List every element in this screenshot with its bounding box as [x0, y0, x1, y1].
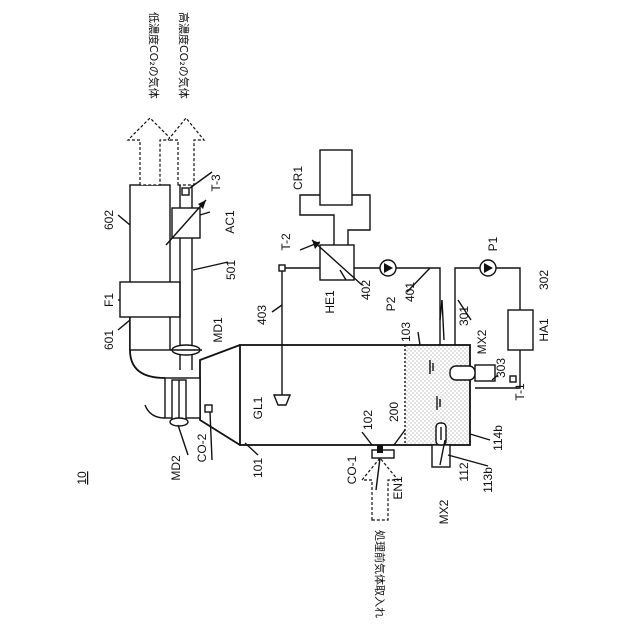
chiller-CR1	[300, 150, 370, 245]
label-F1: F1	[102, 293, 116, 307]
label-T-2: T-2	[279, 233, 293, 251]
caption-high-co2: 高濃度CO₂の気体	[177, 12, 191, 99]
label-P2: P2	[384, 296, 398, 311]
label-n601: 601	[102, 330, 116, 350]
arrow-high-co2	[168, 118, 204, 185]
label-CO-1: CO-1	[345, 455, 359, 484]
caption-low-co2: 低濃度CO₂の気体	[147, 12, 161, 99]
sensor-CO-2	[205, 405, 212, 412]
label-MD1: MD1	[211, 317, 225, 343]
label-n303: 303	[494, 358, 508, 378]
label-HE1: HE1	[323, 290, 337, 314]
figure-number: 10	[75, 471, 89, 485]
label-P1: P1	[486, 236, 500, 251]
caption-intake: 処理前気体取入れ	[373, 530, 387, 618]
label-GL1: GL1	[251, 396, 265, 419]
label-n301: 301	[457, 306, 471, 326]
label-T-1: T-1	[513, 383, 527, 401]
inlet-arrow	[362, 430, 405, 520]
branch-501	[166, 185, 206, 370]
label-n113b: 113b	[481, 467, 495, 493]
label-n401: 401	[403, 282, 417, 302]
label-n403: 403	[255, 305, 269, 325]
label-MX2-side: MX2	[475, 329, 489, 354]
arrow-low-co2	[128, 118, 172, 185]
label-n101: 101	[251, 458, 265, 478]
nozzle-GL1	[274, 395, 290, 405]
mixer-MX2-bottom	[432, 445, 450, 467]
label-HA1: HA1	[537, 318, 551, 342]
chiller-box-CR1	[320, 150, 352, 205]
heater-HA1	[508, 310, 533, 350]
label-n501: 501	[224, 260, 238, 280]
label-n102: 102	[361, 410, 375, 430]
sensor-T-2	[279, 265, 285, 271]
outlet-arrows	[128, 118, 204, 185]
label-CR1: CR1	[291, 166, 305, 190]
label-CO-2: CO-2	[195, 433, 209, 462]
label-n402: 402	[359, 280, 373, 300]
fan-F1	[120, 282, 180, 317]
label-MD2: MD2	[169, 455, 183, 481]
label-EN1: EN1	[391, 476, 405, 500]
label-n200: 200	[387, 402, 401, 422]
label-n602: 602	[102, 210, 116, 230]
label-n302: 302	[537, 270, 551, 290]
mixer-MX2-side	[475, 365, 495, 381]
duct-601	[130, 185, 170, 350]
label-n103: 103	[399, 322, 413, 342]
label-T-3: T-3	[209, 174, 223, 192]
label-MX2-bottom: MX2	[437, 499, 451, 524]
sensor-T-3	[182, 188, 189, 195]
label-n114b: 114b	[491, 425, 505, 451]
sensor-T-1	[510, 376, 516, 382]
label-AC1: AC1	[223, 210, 237, 234]
label-n112: 112	[457, 462, 471, 481]
